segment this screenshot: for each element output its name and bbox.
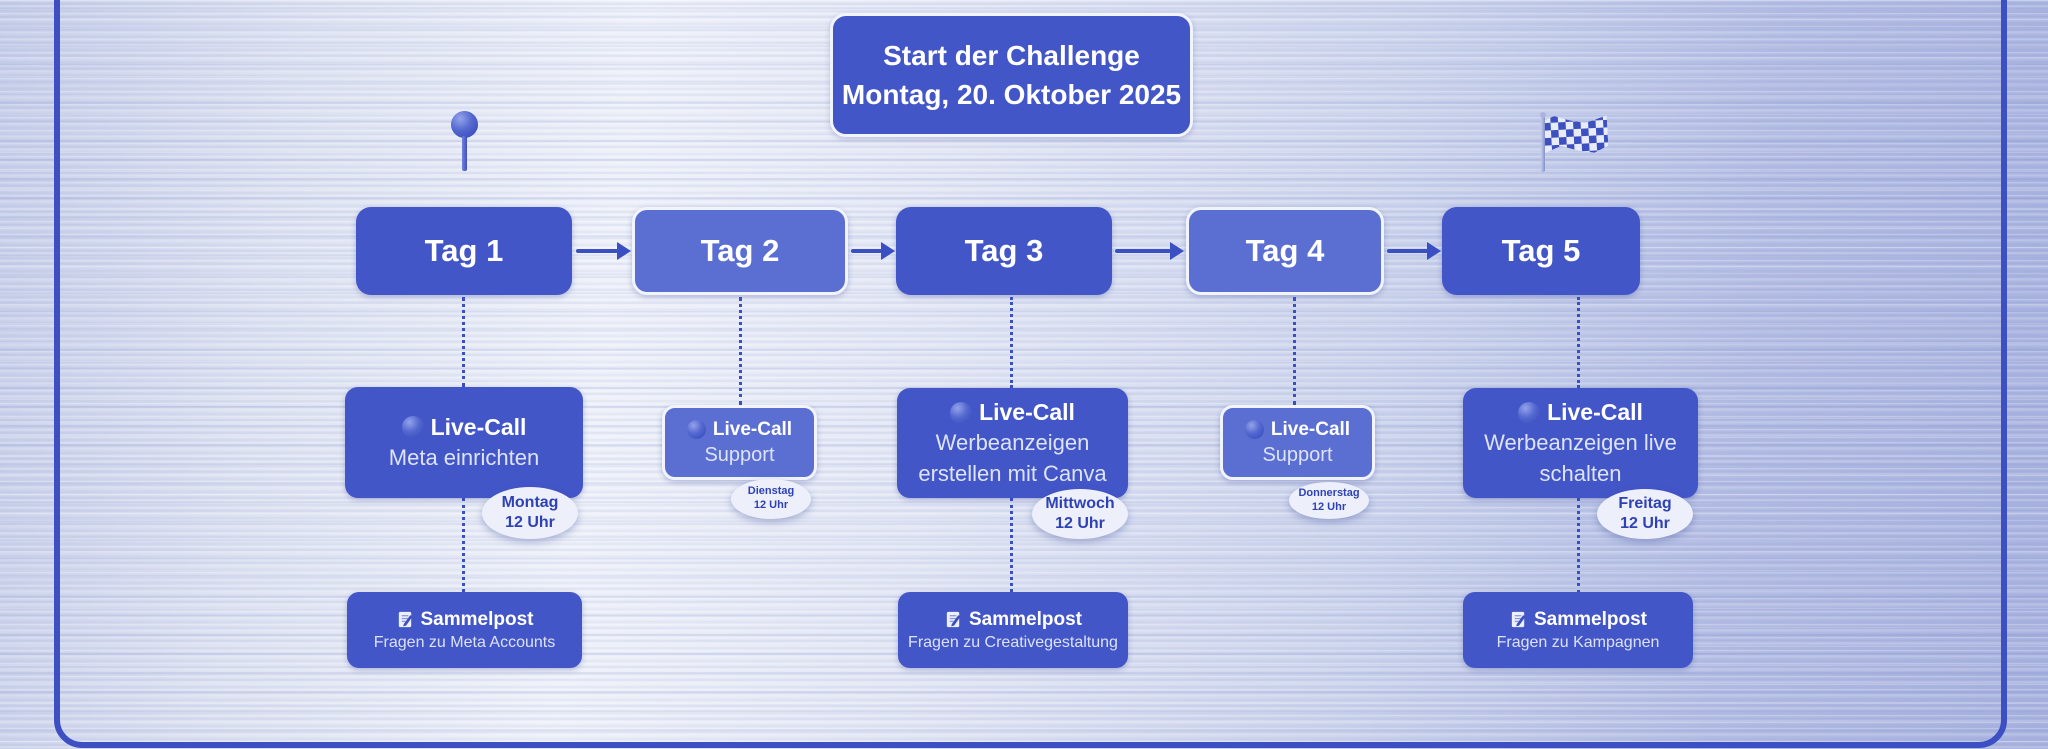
day-box-tag-4: Tag 4: [1186, 207, 1384, 295]
sphere-icon: [950, 401, 973, 424]
sphere-icon: [401, 416, 424, 439]
live-call-title: Live-Call: [1547, 399, 1643, 425]
badge-time: 12 Uhr: [753, 499, 789, 511]
day-box-tag-1: Tag 1: [356, 207, 572, 295]
sphere-icon: [1244, 420, 1264, 439]
badge-time: 12 Uhr: [505, 514, 555, 531]
badge-time: 12 Uhr: [1620, 515, 1670, 532]
day-label: Tag 3: [964, 233, 1044, 268]
border-frame: [54, 0, 2007, 748]
dotted-connector: [1010, 297, 1013, 388]
post-box-day-3: Sammelpost Fragen zu Creativegestaltung: [898, 592, 1128, 668]
arrow-right-icon: [576, 242, 631, 260]
arrow-right-icon: [1387, 242, 1441, 260]
day-label: Tag 1: [424, 233, 504, 268]
title-line-2: Montag, 20. Oktober 2025: [841, 79, 1182, 110]
live-call-topic: Support: [704, 443, 775, 466]
pin-icon: [451, 111, 478, 138]
live-call-box-day-2: Live-Call Support: [662, 405, 817, 480]
live-call-topic: schalten: [1539, 460, 1622, 486]
dotted-connector: [1010, 498, 1013, 592]
checkered-flag-icon: [1540, 112, 1616, 174]
sphere-icon: [686, 420, 706, 439]
live-call-title: Live-Call: [1270, 418, 1351, 440]
dotted-connector: [1577, 297, 1580, 388]
live-call-topic: Meta einrichten: [388, 444, 540, 470]
day-label: Tag 2: [700, 233, 780, 268]
dotted-connector: [1577, 498, 1580, 593]
title-box: Start der Challenge Montag, 20. Oktober …: [830, 13, 1193, 137]
dotted-connector: [462, 498, 465, 592]
live-call-title: Live-Call: [430, 413, 527, 440]
memo-icon: [1511, 611, 1526, 628]
badge-time: 12 Uhr: [1055, 515, 1105, 532]
day-box-tag-2: Tag 2: [632, 207, 848, 295]
live-call-box-day-5: Live-Call Werbeanzeigen live schalten: [1463, 388, 1698, 498]
live-call-box-day-1: Live-Call Meta einrichten: [345, 387, 583, 498]
badge-day: Montag: [501, 494, 559, 511]
post-title: Sammelpost: [420, 608, 534, 630]
badge-day: Dienstag: [747, 485, 795, 498]
sphere-icon: [1518, 401, 1541, 424]
live-call-title: Live-Call: [979, 399, 1075, 425]
live-call-box-day-4: Live-Call Support: [1220, 405, 1375, 480]
live-call-topic: Werbeanzeigen: [935, 430, 1090, 455]
badge-day: Donnerstag: [1298, 486, 1360, 499]
dotted-connector: [739, 297, 742, 405]
schedule-badge-day-4: Donnerstag 12 Uhr: [1289, 482, 1369, 519]
schedule-badge-day-1: Montag 12 Uhr: [482, 487, 578, 539]
post-title: Sammelpost: [1534, 608, 1647, 630]
live-call-topic: Support: [1262, 443, 1333, 466]
post-box-day-1: Sammelpost Fragen zu Meta Accounts: [347, 592, 582, 668]
post-topic: Fragen zu Meta Accounts: [373, 633, 556, 651]
schedule-badge-day-2: Dienstag 12 Uhr: [731, 479, 811, 519]
dotted-connector: [462, 297, 465, 387]
day-box-tag-3: Tag 3: [896, 207, 1112, 295]
post-topic: Fragen zu Creativegestaltung: [908, 633, 1118, 651]
live-call-topic: erstellen mit Canva: [918, 460, 1107, 486]
schedule-badge-day-5: Freitag 12 Uhr: [1597, 489, 1693, 539]
pin-icon-stem: [462, 136, 467, 171]
day-box-tag-5: Tag 5: [1442, 207, 1640, 295]
dotted-connector: [1293, 297, 1296, 405]
post-box-day-5: Sammelpost Fragen zu Kampagnen: [1463, 592, 1693, 668]
arrow-right-icon: [1115, 242, 1184, 260]
live-call-topic: Werbeanzeigen live: [1484, 430, 1677, 455]
badge-day: Mittwoch: [1045, 495, 1115, 512]
post-title: Sammelpost: [969, 608, 1082, 630]
badge-time: 12 Uhr: [1311, 500, 1347, 513]
live-call-box-day-3: Live-Call Werbeanzeigen erstellen mit Ca…: [897, 388, 1128, 498]
memo-icon: [398, 611, 412, 628]
schedule-badge-day-3: Mittwoch 12 Uhr: [1032, 489, 1128, 539]
post-topic: Fragen zu Kampagnen: [1496, 633, 1660, 651]
day-label: Tag 4: [1245, 233, 1325, 268]
badge-day: Freitag: [1618, 495, 1672, 512]
title-line-1: Start der Challenge: [883, 39, 1140, 71]
day-label: Tag 5: [1501, 233, 1581, 268]
memo-icon: [946, 611, 961, 628]
arrow-right-icon: [851, 242, 895, 260]
live-call-title: Live-Call: [712, 418, 793, 440]
